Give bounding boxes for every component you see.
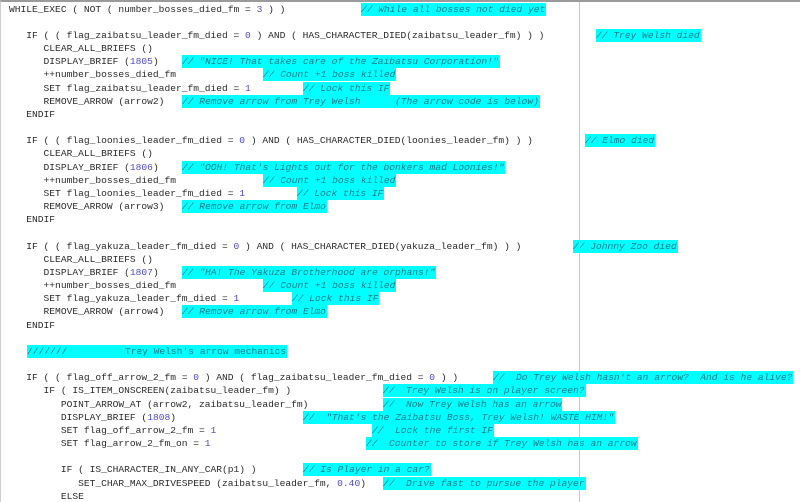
code-comment: // Remove arrow from Trey Welsh (The arr… xyxy=(182,94,540,108)
number-literal: 1806 xyxy=(129,161,153,173)
code-comment: // Trey Welsh is on player screen? xyxy=(383,384,586,398)
number-literal: 0 xyxy=(429,372,436,384)
number-literal: 0 xyxy=(239,135,246,147)
code-comment: // Count +1 boss killed xyxy=(263,279,397,293)
right-margin-guide xyxy=(579,2,580,502)
code-text: CLEAR_ALL_BRIEFS () xyxy=(9,253,153,265)
number-literal: 1 xyxy=(245,82,251,94)
code-comment: // Johnny Zoo died xyxy=(573,239,678,253)
code-text: CLEAR_ALL_BRIEFS () xyxy=(9,148,153,160)
number-literal: 0 xyxy=(193,372,199,384)
code-comment: // Counter to store if Trey Welsh has an… xyxy=(366,437,638,451)
code-text: SET flag_loonies_leader_fm_died = 1 xyxy=(9,187,246,199)
code-text: ENDIF xyxy=(9,319,56,331)
number-literal: 1 xyxy=(204,438,211,450)
section-header-comment: /////// Trey Welsh's arrow mechanics xyxy=(27,344,288,358)
number-literal: 1 xyxy=(233,293,240,305)
code-comment: // Trey Welsh died xyxy=(596,28,701,42)
number-literal: 1807 xyxy=(129,266,153,278)
code-comment: // "HA! The Yakuza Brotherhood are orpha… xyxy=(182,265,437,279)
number-literal: 1 xyxy=(210,424,217,436)
code-text: IF ( ( flag_zaibatsu_leader_fm_died = 0 … xyxy=(9,29,545,41)
code-comment: // "That's the Zaibatsu Boss, Trey Welsh… xyxy=(303,410,615,424)
number-literal: 1808 xyxy=(147,411,171,423)
code-comment: // Count +1 boss killed xyxy=(263,68,397,82)
code-comment: // Count +1 boss killed xyxy=(263,173,397,187)
code-text: IF ( ( flag_loonies_leader_fm_died = 0 )… xyxy=(9,135,533,147)
code-text: ++number_bosses_died_fm xyxy=(9,69,176,81)
code-text: SET flag_off_arrow_2_fm = 1 xyxy=(9,424,217,436)
code-text: ELSE xyxy=(9,490,84,502)
code-text: IF ( ( flag_yakuza_leader_fm_died = 0 ) … xyxy=(9,240,522,252)
code-comment: // Now Trey Welsh has an arrow xyxy=(383,397,563,411)
code-text: SET flag_arrow_2_fm_on = 1 xyxy=(9,438,211,450)
code-text: DISPLAY_BRIEF (1807) xyxy=(9,266,159,278)
code-text: WHILE_EXEC ( NOT ( number_bosses_died_fm… xyxy=(9,3,286,15)
number-literal: 1805 xyxy=(129,56,153,68)
code-comment: // Elmo died xyxy=(585,134,656,148)
code-comment: // Lock this IF xyxy=(297,186,385,200)
number-literal: 0 xyxy=(245,29,251,41)
number-literal: 1 xyxy=(239,187,246,199)
code-comment: // Do Trey Welsh hasn't an arrow? And is… xyxy=(493,371,794,385)
number-literal: 0.40 xyxy=(337,477,361,489)
number-literal: 3 xyxy=(256,3,263,15)
code-text: POINT_ARROW_AT (arrow2, zaibatsu_leader_… xyxy=(9,398,309,410)
code-comment: // Lock the first IF xyxy=(372,423,494,437)
code-text: REMOVE_ARROW (arrow2) xyxy=(9,95,165,107)
code-text: IF ( IS_CHARACTER_IN_ANY_CAR(p1) ) xyxy=(9,464,257,476)
code-text: SET_CHAR_MAX_DRIVESPEED (zaibatsu_leader… xyxy=(9,477,366,489)
code-comment: // Lock this IF xyxy=(292,292,380,306)
code-text: IF ( ( flag_off_arrow_2_fm = 0 ) AND ( f… xyxy=(9,372,459,384)
code-text: DISPLAY_BRIEF (1808) xyxy=(9,411,176,423)
code-text: SET flag_yakuza_leader_fm_died = 1 xyxy=(9,293,240,305)
code-text: ENDIF xyxy=(9,108,56,120)
code-text: DISPLAY_BRIEF (1805) xyxy=(9,56,159,68)
code-comment: // Drive fast to pursue the player xyxy=(383,476,586,490)
code-text: ++number_bosses_died_fm xyxy=(9,280,176,292)
code-text: ENDIF xyxy=(9,214,56,226)
code-text: IF ( IS_ITEM_ONSCREEN(zaibatsu_leader_fm… xyxy=(9,385,292,397)
code-text: REMOVE_ARROW (arrow3) xyxy=(9,201,165,213)
code-text: DISPLAY_BRIEF (1806) xyxy=(9,161,159,173)
code-comment: // Remove arrow from Elmo xyxy=(182,200,327,214)
number-literal: 0 xyxy=(233,240,240,252)
code-comment: // "NICE! That takes care of the Zaibats… xyxy=(182,55,500,69)
code-comment: // Lock this IF xyxy=(303,81,391,95)
code-text: ++number_bosses_died_fm xyxy=(9,174,176,186)
code-comment: // While all bosses not died yet xyxy=(361,2,547,16)
code-text: SET flag_zaibatsu_leader_fm_died = 1 xyxy=(9,82,251,94)
code-text: REMOVE_ARROW (arrow4) xyxy=(9,306,165,318)
code-comment: // Remove arrow from Elmo xyxy=(182,305,327,319)
code-comment: // "OOH! That's Lights out for the bonke… xyxy=(182,160,506,174)
code-comment: // Is Player in a car? xyxy=(303,463,431,477)
code-text: CLEAR_ALL_BRIEFS () xyxy=(9,43,153,54)
